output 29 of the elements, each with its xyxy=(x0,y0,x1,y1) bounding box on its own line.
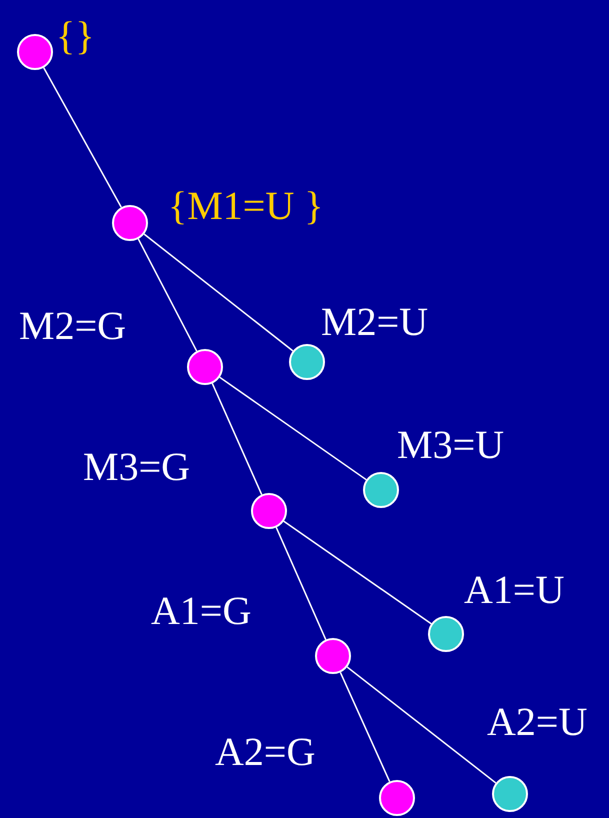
tree-node-circle xyxy=(251,493,287,529)
tree-node-circle xyxy=(289,344,325,380)
tree-node-circle xyxy=(17,34,53,70)
node-label: A1=G xyxy=(151,589,252,633)
tree-node-circle xyxy=(428,616,464,652)
node-label: {M1=U } xyxy=(168,184,324,228)
connector-line xyxy=(346,666,496,784)
node-label: {} xyxy=(56,14,94,58)
node-label: M2=G xyxy=(19,304,126,348)
connector-line xyxy=(283,520,432,624)
node-label: M3=G xyxy=(83,445,190,489)
tree-node-circle xyxy=(363,472,399,508)
connector-line xyxy=(276,527,326,640)
node-label: A1=U xyxy=(464,568,564,612)
tree-node-circle xyxy=(187,349,223,385)
tree-node-circle xyxy=(315,638,351,674)
node-label: M2=U xyxy=(321,300,428,344)
node-label: A2=U xyxy=(487,700,588,744)
tree-node-circle xyxy=(112,205,148,241)
tree-node-circle xyxy=(492,776,528,812)
connector-line xyxy=(212,383,262,495)
connector-line xyxy=(219,376,367,480)
tree-node-circle xyxy=(379,780,415,816)
connector-line xyxy=(144,234,294,352)
connector-line xyxy=(138,238,198,352)
connector-line xyxy=(340,672,390,782)
node-label: A2=G xyxy=(215,730,316,774)
connector-line xyxy=(43,67,122,208)
node-label: M3=U xyxy=(397,423,504,467)
